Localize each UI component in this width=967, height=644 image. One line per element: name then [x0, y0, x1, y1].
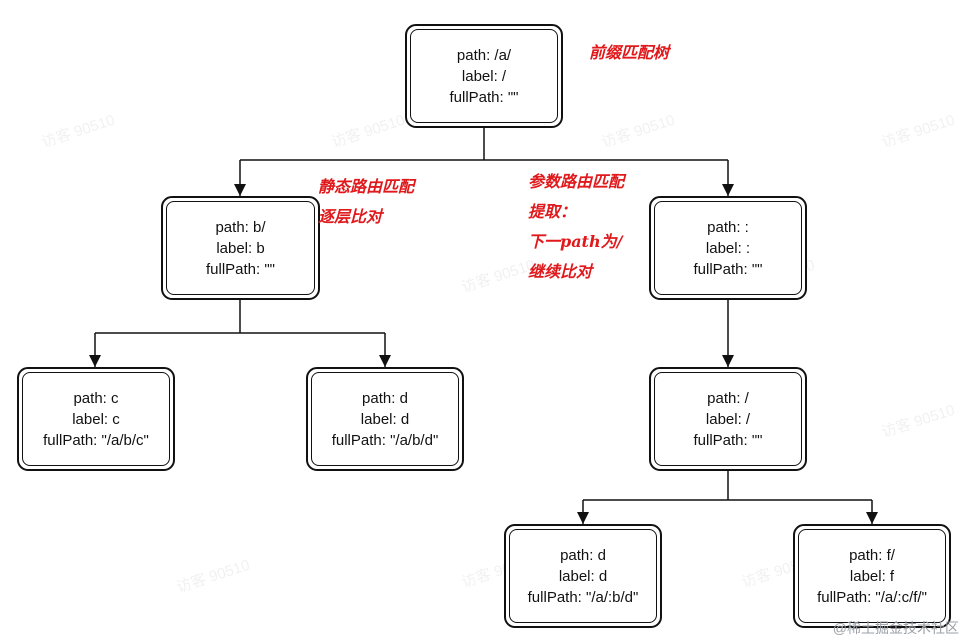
node-label: label: / [705, 410, 751, 428]
node-label: label: f [849, 567, 895, 585]
node-label: label: / [461, 67, 507, 85]
node-fullpath: fullPath: "" [205, 260, 276, 278]
footer-credit: @稀土掘金技术社区 [832, 620, 959, 636]
node-path: path: f/ [849, 546, 895, 564]
node-path: path: : [707, 218, 749, 236]
static-route-note: 静态路由匹配 逐层比对 [318, 177, 415, 226]
node-fullpath: fullPath: "/a/b/d" [331, 431, 439, 449]
node-label: label: : [705, 239, 751, 257]
tree-node-root: path: /a/ label: / fullPath: "" [405, 24, 563, 128]
tree-node-b: path: b/ label: b fullPath: "" [161, 196, 320, 300]
node-fullpath: fullPath: "" [693, 260, 763, 278]
diagram-title: 前缀匹配树 [589, 43, 670, 62]
node-label: label: b [216, 239, 265, 257]
node-path: path: /a/ [456, 46, 512, 64]
node-path: path: c [73, 389, 119, 407]
node-label: label: c [72, 410, 120, 428]
param-route-note: 参数路由匹配 提取： 下一path为/ 继续比对 [528, 172, 625, 281]
node-label: label: d [558, 567, 608, 585]
tree-node-d2: path: d label: d fullPath: "/a/:b/d" [504, 524, 662, 628]
node-path: path: / [707, 389, 749, 407]
tree-node-f: path: f/ label: f fullPath: "/a/:c/f/" [793, 524, 951, 628]
node-label: label: d [360, 410, 410, 428]
tree-node-d: path: d label: d fullPath: "/a/b/d" [306, 367, 464, 471]
node-fullpath: fullPath: "" [449, 88, 519, 106]
node-fullpath: fullPath: "/a/b/c" [43, 431, 149, 449]
node-fullpath: fullPath: "/a/:c/f/" [817, 588, 927, 606]
node-path: path: d [362, 389, 408, 407]
tree-node-c: path: c label: c fullPath: "/a/b/c" [17, 367, 175, 471]
node-path: path: b/ [215, 218, 266, 236]
tree-node-param: path: : label: : fullPath: "" [649, 196, 807, 300]
tree-node-slash: path: / label: / fullPath: "" [649, 367, 807, 471]
node-fullpath: fullPath: "" [693, 431, 763, 449]
node-fullpath: fullPath: "/a/:b/d" [527, 588, 639, 606]
node-path: path: d [560, 546, 606, 564]
